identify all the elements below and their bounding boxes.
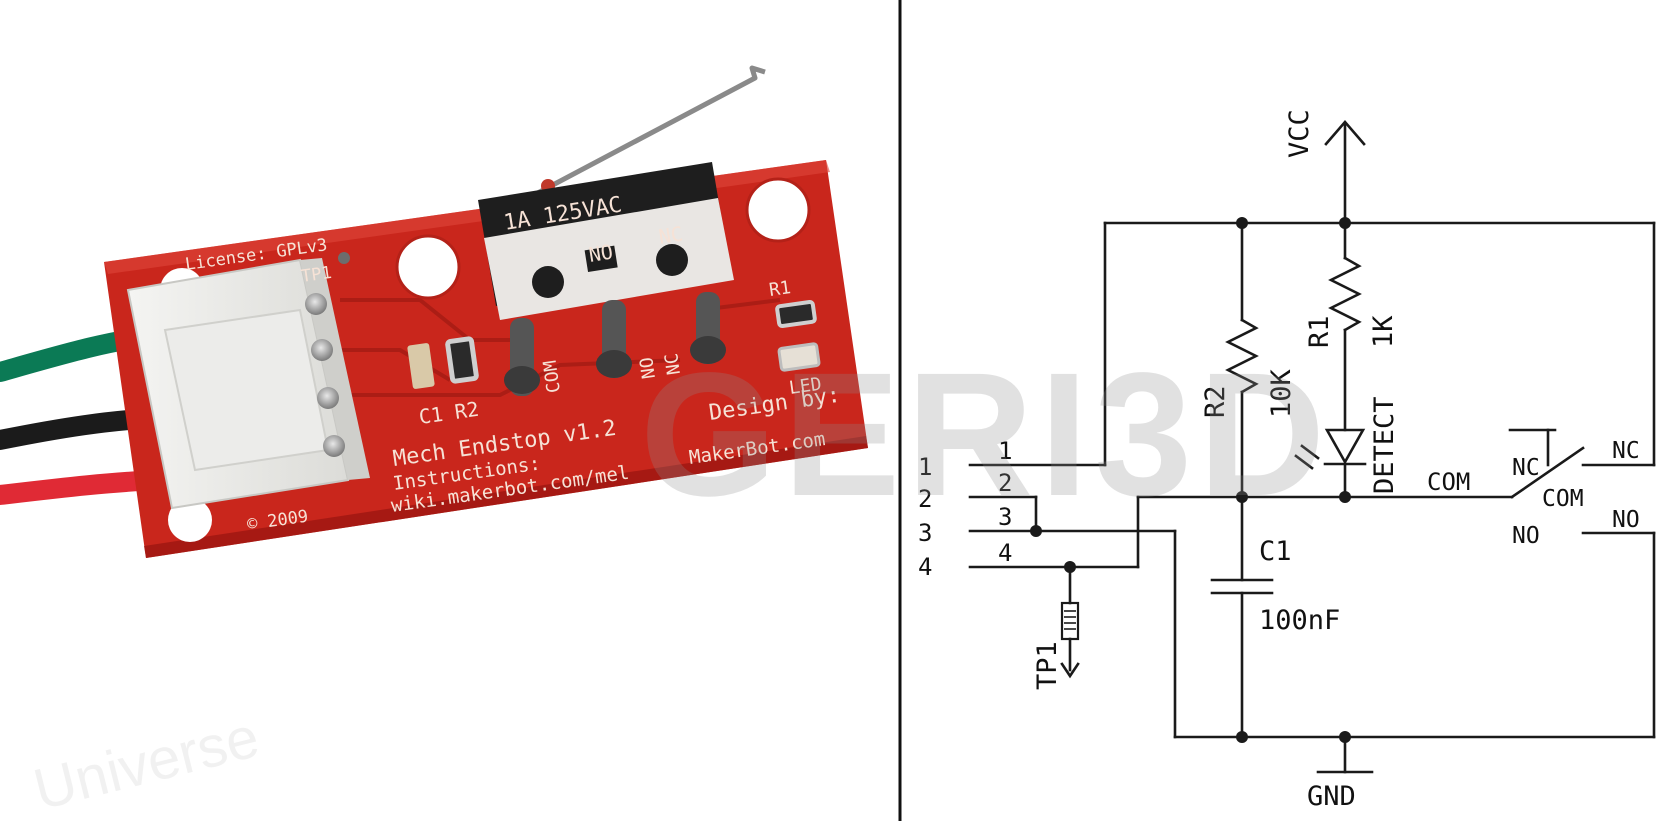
jst-connector — [126, 258, 370, 510]
pin-outer-2: 2 — [918, 485, 932, 513]
vcc-arrow-icon — [1324, 120, 1366, 146]
switch-nc-text: NC — [657, 221, 685, 248]
pin-no-label: NO — [636, 356, 660, 380]
mounting-hole-bottom-left — [168, 498, 212, 542]
mounting-hole-right — [745, 177, 811, 243]
pin-outer-1: 1 — [918, 453, 932, 481]
pin-inner-1: 1 — [998, 437, 1012, 465]
r1-value: 1K — [1368, 315, 1399, 348]
geri3d-watermark: GERI3D — [640, 337, 1331, 533]
tp1-silk: TP1 — [300, 263, 333, 287]
no-terminal-label: NO — [1612, 507, 1640, 533]
pin-inner-3: 3 — [998, 503, 1012, 531]
pin-nc-label: NC — [661, 352, 685, 376]
pin-com-label: COM — [540, 359, 565, 394]
tp1-probe-icon — [1060, 601, 1080, 679]
switch-nc-label: NC — [1512, 455, 1540, 481]
r1-silk: R1 — [768, 277, 792, 301]
led-silk: LED — [788, 374, 823, 399]
connector-pads — [305, 293, 345, 457]
junction-dots — [1030, 217, 1351, 743]
universe-watermark: Universe — [27, 704, 265, 821]
schematic: VCC R2 10K R1 1K DETECT — [918, 109, 1656, 812]
c1-value: 100nF — [1259, 605, 1340, 636]
switch-pins — [504, 292, 726, 396]
tp1-label: TP1 — [1032, 641, 1063, 690]
microswitch: 1A 125VAC NO NC — [478, 162, 734, 320]
mounting-hole-left — [395, 234, 461, 300]
c1-ref: C1 — [1259, 536, 1292, 567]
nc-terminal-label: NC — [1612, 438, 1640, 464]
switch-no-text: NO — [587, 239, 615, 266]
switch-no-label: NO — [1512, 523, 1540, 549]
r2-ref: R2 — [1200, 385, 1231, 418]
com-net-label: COM — [1427, 468, 1470, 496]
pin-outer-3: 3 — [918, 519, 932, 547]
switch-lever — [513, 65, 766, 208]
r1-ref: R1 — [1304, 315, 1335, 348]
r2-resistor — [1225, 318, 1259, 394]
gnd-label: GND — [1307, 781, 1356, 812]
pin-inner-2: 2 — [998, 469, 1012, 497]
limit-switch — [1508, 428, 1656, 739]
r1-resistor — [1328, 256, 1362, 332]
endstop-photo: 1A 125VAC NO NC License: GPLv3 TP1 COM N… — [0, 65, 868, 821]
pin-outer-4: 4 — [918, 553, 932, 581]
led-name: DETECT — [1369, 396, 1400, 494]
switch-com-label: COM — [1542, 486, 1584, 512]
smd-components — [338, 252, 821, 389]
detect-led — [1294, 428, 1367, 499]
pin-inner-4: 4 — [998, 539, 1012, 567]
vcc-label: VCC — [1284, 109, 1315, 158]
r2-value: 10K — [1266, 368, 1297, 418]
